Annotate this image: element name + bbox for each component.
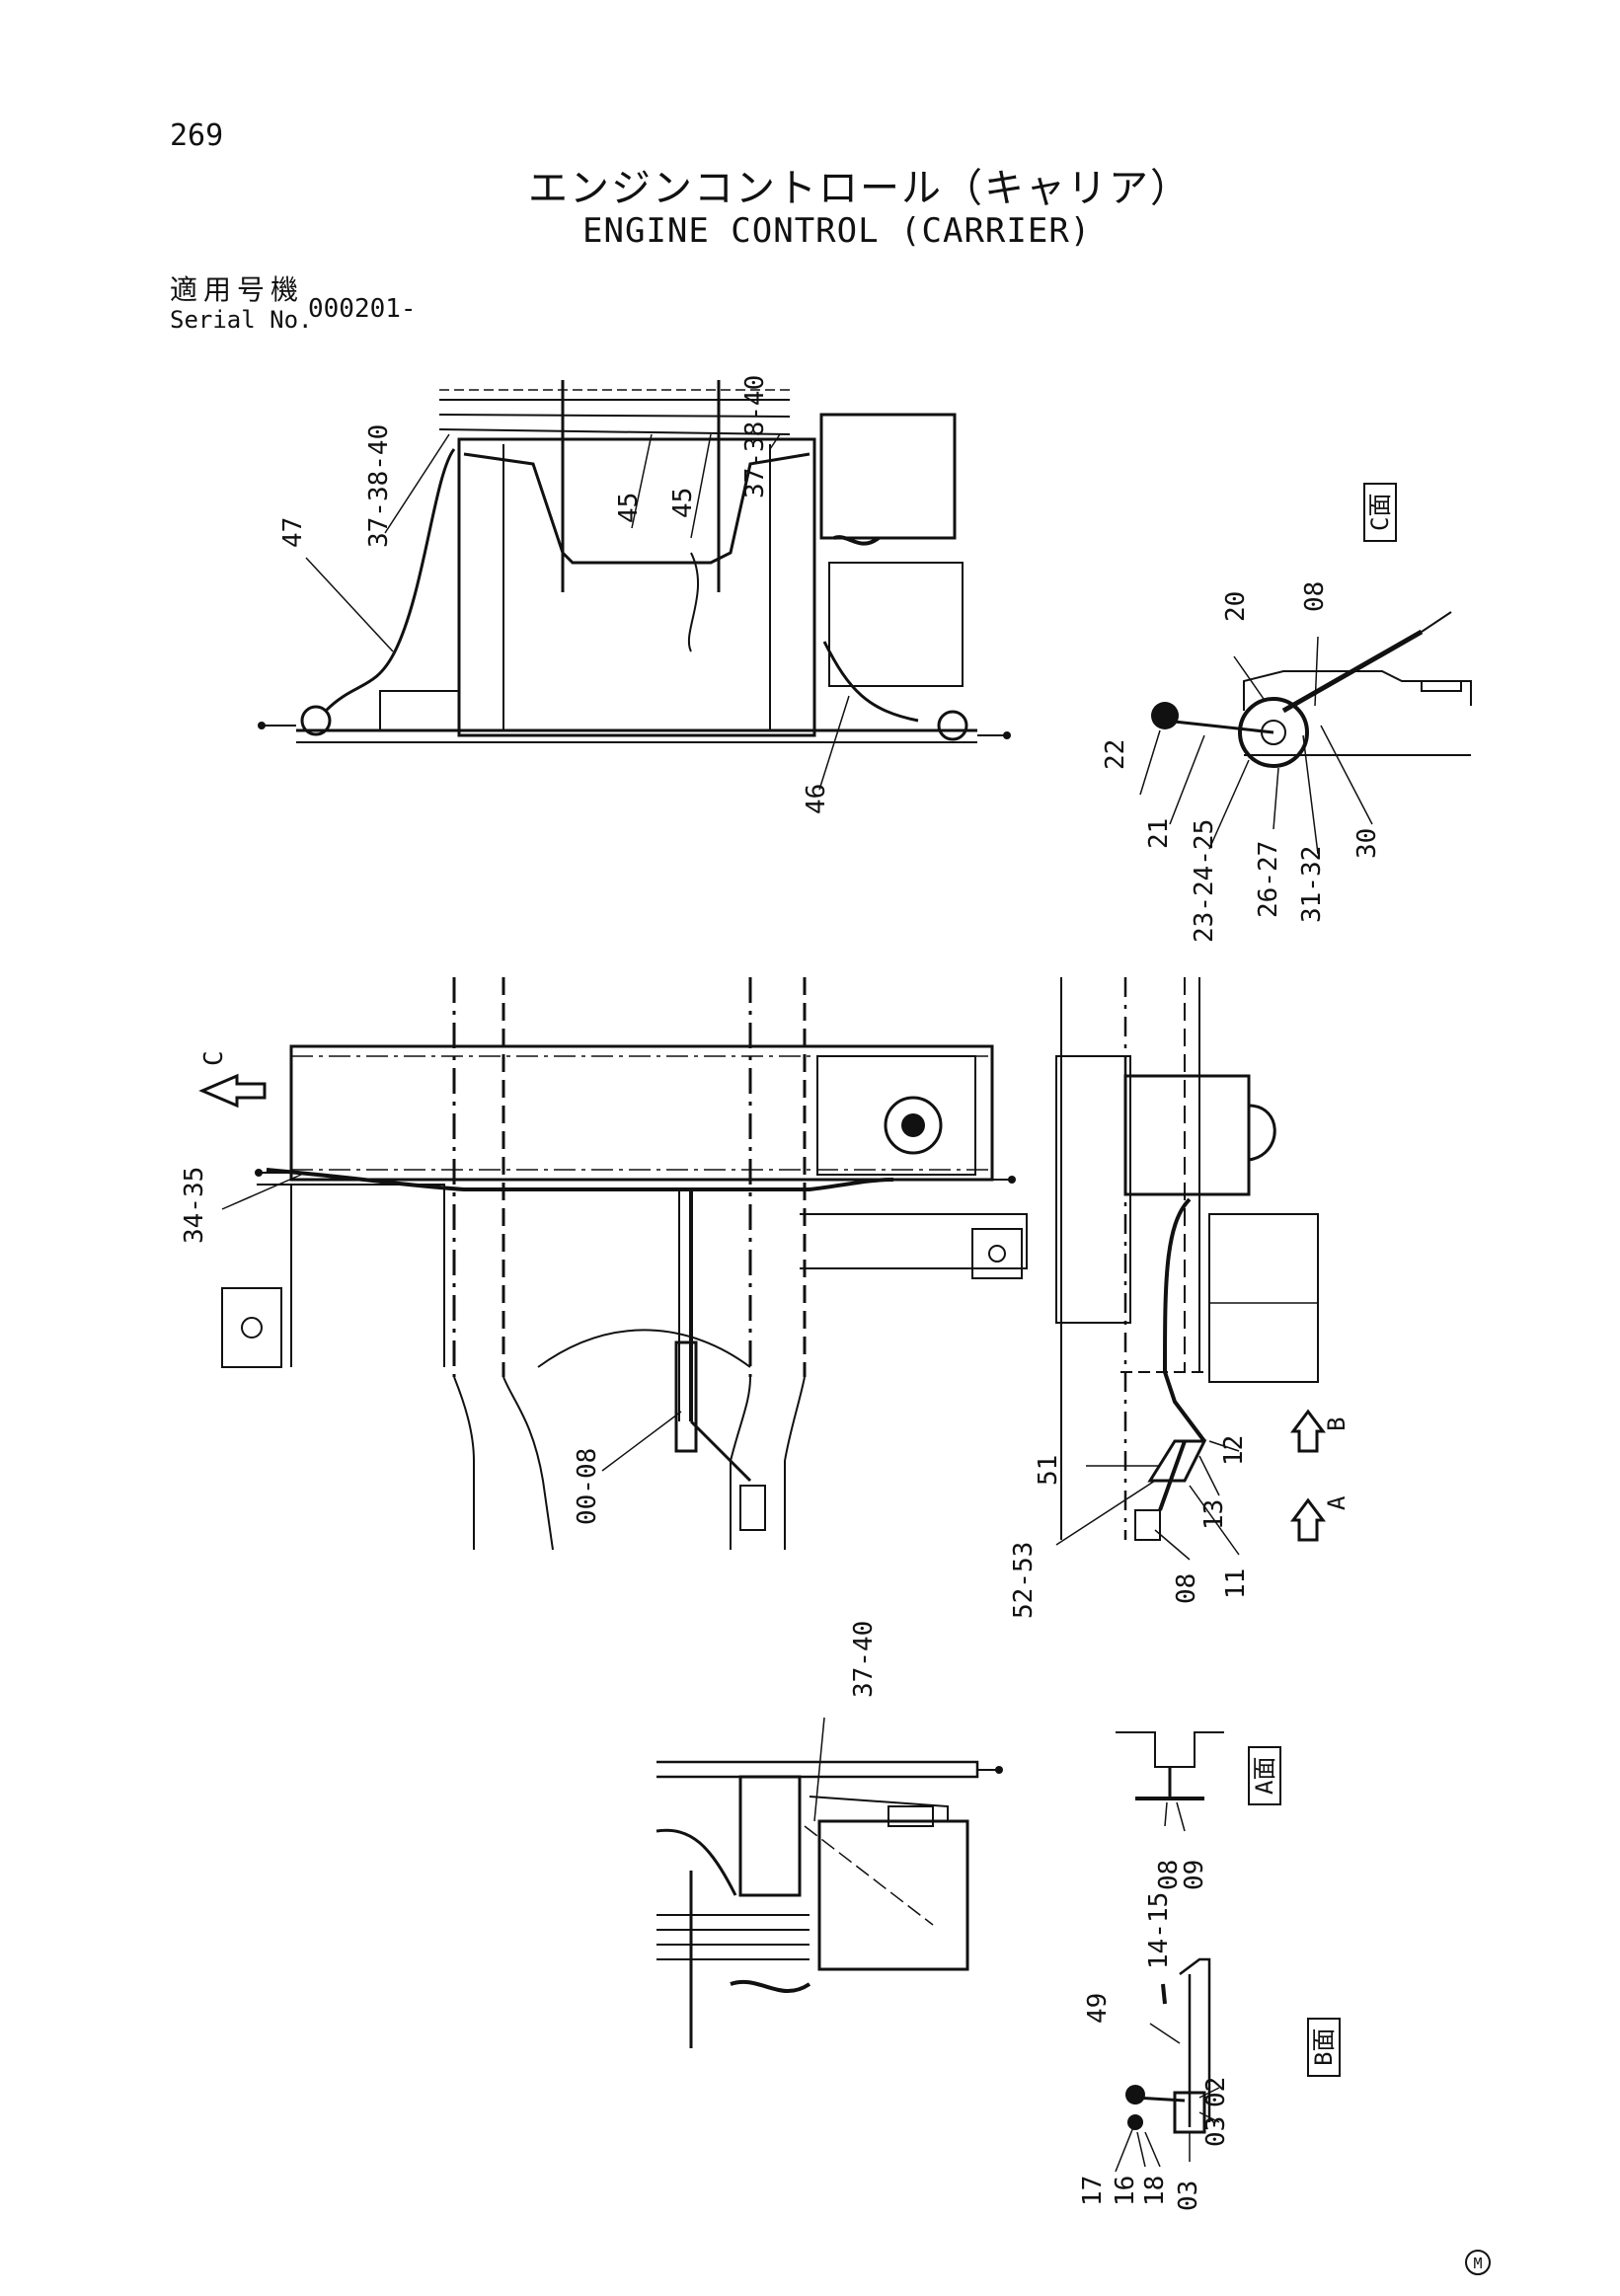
callout-37-40: 37-40 [849, 1621, 879, 1698]
callout-09: 09 [1180, 1860, 1209, 1890]
callout-00-08: 00-08 [573, 1448, 602, 1525]
view-c-label-box [1363, 483, 1397, 542]
cable-end [1281, 629, 1424, 714]
callout-23-24-25: 23-24-25 [1190, 819, 1219, 943]
callout-49: 49 [1083, 1993, 1113, 2024]
view-a-label: A面 [1251, 1757, 1278, 1795]
callout-34-35: 34-35 [180, 1167, 209, 1244]
callout-22: 22 [1101, 739, 1130, 770]
page-title-japanese: エンジンコントロール（キャリア） [528, 166, 1192, 211]
side-lever-assembly [1147, 1439, 1207, 1483]
callout-03-lower: 03 [1174, 2181, 1203, 2211]
arrow-b-icon [1290, 1409, 1326, 1453]
arrow-b-label: B [1323, 1417, 1350, 1431]
plan-engine-cap [884, 1096, 943, 1155]
callout-18: 18 [1140, 2176, 1170, 2206]
callout-08-side-view: 08 [1172, 1573, 1201, 1604]
callout-16: 16 [1111, 2176, 1140, 2206]
view-b-knob [1125, 2085, 1145, 2105]
arrow-a-icon [1290, 1497, 1326, 1542]
view-b: B面 14-15 49 02 03 03 17 16 18 [1078, 1892, 1341, 2211]
callout-20: 20 [1221, 591, 1251, 622]
callout-11: 11 [1221, 1569, 1251, 1599]
side-tank [1208, 1213, 1319, 1383]
view-a-label-box [1248, 1746, 1281, 1805]
footer-mark-circle [1465, 2250, 1491, 2275]
serial-number-value: 000201- [308, 294, 417, 324]
callout-17: 17 [1078, 2176, 1108, 2206]
view-b-label-box [1307, 2018, 1341, 2077]
callout-12: 12 [1219, 1435, 1249, 1466]
callout-45-left: 45 [614, 493, 644, 523]
page-number: 269 [170, 118, 224, 153]
callout-37-38-40-left: 37-38-40 [364, 424, 394, 548]
control-cable-46 [822, 641, 919, 723]
side-engine-box [1123, 1074, 1251, 1196]
callout-37-38-40-right: 37-38-40 [740, 375, 770, 498]
callout-51: 51 [1034, 1455, 1063, 1486]
plan-cable-main [266, 1168, 894, 1191]
callout-45-right: 45 [668, 488, 698, 518]
plan-view: C 34-35 00-08 [180, 977, 1028, 1551]
top-elevation-view: 47 37-38-40 45 45 37-38-40 46 [258, 375, 1011, 814]
callout-30: 30 [1352, 828, 1382, 859]
bottom-bracket [738, 1775, 802, 1897]
callout-08-view-c: 08 [1300, 581, 1330, 612]
callout-21: 21 [1144, 818, 1174, 849]
callout-08-view-a: 08 [1154, 1860, 1184, 1890]
control-lever [1164, 719, 1274, 734]
tank-body [457, 437, 816, 737]
plan-engine-box [816, 1055, 976, 1176]
view-b-label: B面 [1310, 2028, 1338, 2066]
arrow-a-label: A [1323, 1495, 1350, 1510]
callout-52-53: 52-53 [1009, 1542, 1039, 1619]
arrow-c-icon [198, 1073, 267, 1109]
callout-47: 47 [278, 517, 308, 548]
lever-left [300, 705, 332, 736]
serial-label-english: Serial No. [170, 306, 313, 334]
lever-knob [1151, 702, 1179, 729]
callout-26-27: 26-27 [1254, 841, 1283, 918]
page-title-english: ENGINE CONTROL (CARRIER) [582, 211, 1092, 251]
view-c-label: C面 [1366, 494, 1394, 531]
side-view: B A 51 52-53 08 11 13 12 [1009, 977, 1350, 1619]
lever-right [937, 710, 968, 741]
engine-block [828, 562, 964, 687]
callout-13: 13 [1199, 1499, 1229, 1530]
view-c: C面 20 08 22 21 23-24-25 26-27 31-32 30 [1101, 483, 1472, 943]
callout-02: 02 [1201, 2077, 1231, 2107]
control-cable-47 [324, 448, 456, 713]
view-a: A面 08 09 [1116, 1731, 1281, 1890]
plan-tank-outline [289, 1044, 994, 1182]
bottom-view: 37-40 [656, 1621, 1003, 2048]
callout-03-upper: 03 [1201, 2116, 1231, 2147]
callout-31-32: 31-32 [1297, 846, 1327, 923]
control-pulley [1238, 697, 1309, 768]
arrow-c-label: C [199, 1050, 229, 1066]
footer-mark: M [1473, 2255, 1482, 2272]
serial-label-japanese: 適用号機 [170, 273, 305, 306]
bottom-engine-box [817, 1819, 969, 1971]
tank-cradle [463, 452, 810, 565]
engine-housing [819, 413, 957, 540]
callout-46: 46 [802, 784, 831, 814]
callout-14-15: 14-15 [1144, 1892, 1174, 1969]
